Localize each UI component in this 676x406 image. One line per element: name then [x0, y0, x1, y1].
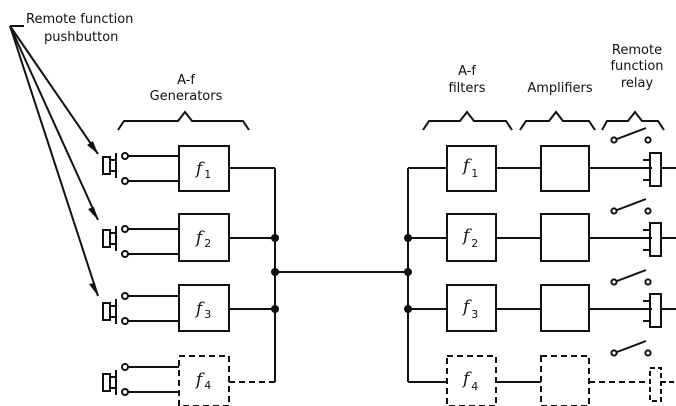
generator-bus [229, 167, 276, 383]
relay-heading-line2: function [610, 59, 663, 74]
relay-heading-line3: relay [621, 76, 654, 91]
relay-2 [610, 198, 676, 257]
relay-heading-line1: Remote [612, 43, 662, 58]
pushbutton-pointer [9, 25, 99, 297]
filter-amp-links [496, 167, 541, 383]
filter-bus [407, 167, 447, 383]
amplifier-box-2 [540, 213, 590, 262]
filters-heading-line2: filters [448, 81, 485, 96]
amplifier-box-1 [540, 145, 590, 192]
relay-4 [610, 340, 676, 402]
brace-amplifiers [519, 110, 596, 131]
amp-relay-links [589, 167, 652, 383]
brace-filters [422, 110, 513, 131]
filters-heading-line1: A-f [458, 64, 476, 79]
amplifier-box-3 [540, 284, 590, 332]
brace-relay [601, 110, 665, 131]
pushbutton-2 [102, 226, 117, 251]
pointer-arrowheads [87, 141, 98, 296]
pushbutton-1 [102, 153, 117, 178]
relay-3 [610, 269, 676, 328]
pushbutton-4 [102, 370, 117, 395]
amplifier-box-4 [540, 355, 590, 406]
contact-circles [121, 152, 129, 396]
pushbutton-3 [102, 299, 117, 324]
brace-generators [117, 110, 250, 131]
generators-heading-line1: A-f [177, 73, 195, 88]
contact-leads [128, 155, 179, 393]
generators-heading-line2: Generators [150, 89, 223, 104]
relay-1 [610, 127, 676, 187]
pushbutton-label-line1: Remote function [26, 12, 133, 27]
pushbutton-label-line2: pushbutton [44, 30, 118, 45]
junction-dots [271, 234, 412, 313]
amplifiers-heading: Amplifiers [527, 81, 593, 96]
